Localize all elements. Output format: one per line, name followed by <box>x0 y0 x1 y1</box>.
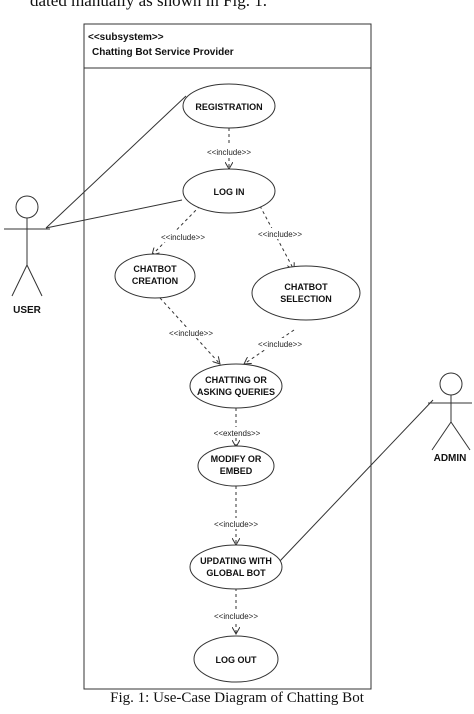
use-case-registration <box>182 83 276 129</box>
use-case-login-label: LOG IN <box>214 187 245 197</box>
actor-admin <box>428 372 472 451</box>
subsystem-boundary <box>83 23 372 690</box>
use-case-modify-label-1: MODIFY OR <box>211 454 262 464</box>
include-label-login-selection: <<include>> <box>258 230 302 239</box>
figure-caption: Fig. 1: Use-Case Diagram of Chatting Bot <box>110 690 364 706</box>
include-label-registration-login: <<include>> <box>207 148 251 157</box>
extends-label-chatting-modify: <<extends>> <box>214 429 261 438</box>
actor-user-head <box>15 195 39 219</box>
association-user-login <box>45 199 183 229</box>
include-label-updating-logout: <<include>> <box>214 612 258 621</box>
include-label-creation-chatting: <<include>> <box>169 329 213 338</box>
include-label-modify-updating: <<include>> <box>214 520 258 529</box>
association-user-registration <box>45 95 187 229</box>
use-case-chatting <box>189 363 283 409</box>
use-case-login <box>182 168 276 214</box>
use-case-logout-label: LOG OUT <box>216 655 257 665</box>
use-case-modify-label-2: EMBED <box>220 466 253 476</box>
use-case-modify <box>197 445 275 487</box>
actor-admin-head <box>439 372 463 396</box>
use-case-chatbot-creation-label-1: CHATBOT <box>133 264 177 274</box>
use-case-registration-label: REGISTRATION <box>195 102 262 112</box>
page-text-fragment: dated manually as shown in Fig. 1. <box>30 0 268 10</box>
subsystem-stereotype: <<subsystem>> <box>88 32 164 43</box>
actor-admin-label: ADMIN <box>434 453 467 464</box>
use-case-chatbot-creation-label-2: CREATION <box>132 276 178 286</box>
include-label-login-creation: <<include>> <box>161 233 205 242</box>
use-case-chatbot-selection-label-1: CHATBOT <box>284 282 328 292</box>
use-case-updating <box>189 544 283 590</box>
subsystem-name: Chatting Bot Service Provider <box>92 47 234 58</box>
use-case-chatting-label-2: ASKING QUERIES <box>197 387 275 397</box>
association-admin-updating <box>278 399 434 563</box>
use-case-updating-label-1: UPDATING WITH <box>200 556 272 566</box>
actor-user-label: USER <box>13 305 42 316</box>
use-case-chatting-label-1: CHATTING OR <box>205 375 267 385</box>
dependency-login-creation <box>152 205 201 255</box>
use-case-diagram: <<subsystem>> Chatting Bot Service Provi… <box>4 23 472 690</box>
use-case-chatbot-selection <box>251 265 361 321</box>
include-label-selection-chatting: <<include>> <box>258 340 302 349</box>
actor-user <box>4 195 50 297</box>
use-case-chatbot-creation <box>114 253 196 299</box>
use-case-logout <box>193 635 279 683</box>
use-case-updating-label-2: GLOBAL BOT <box>206 568 266 578</box>
use-case-chatbot-selection-label-2: SELECTION <box>280 294 332 304</box>
